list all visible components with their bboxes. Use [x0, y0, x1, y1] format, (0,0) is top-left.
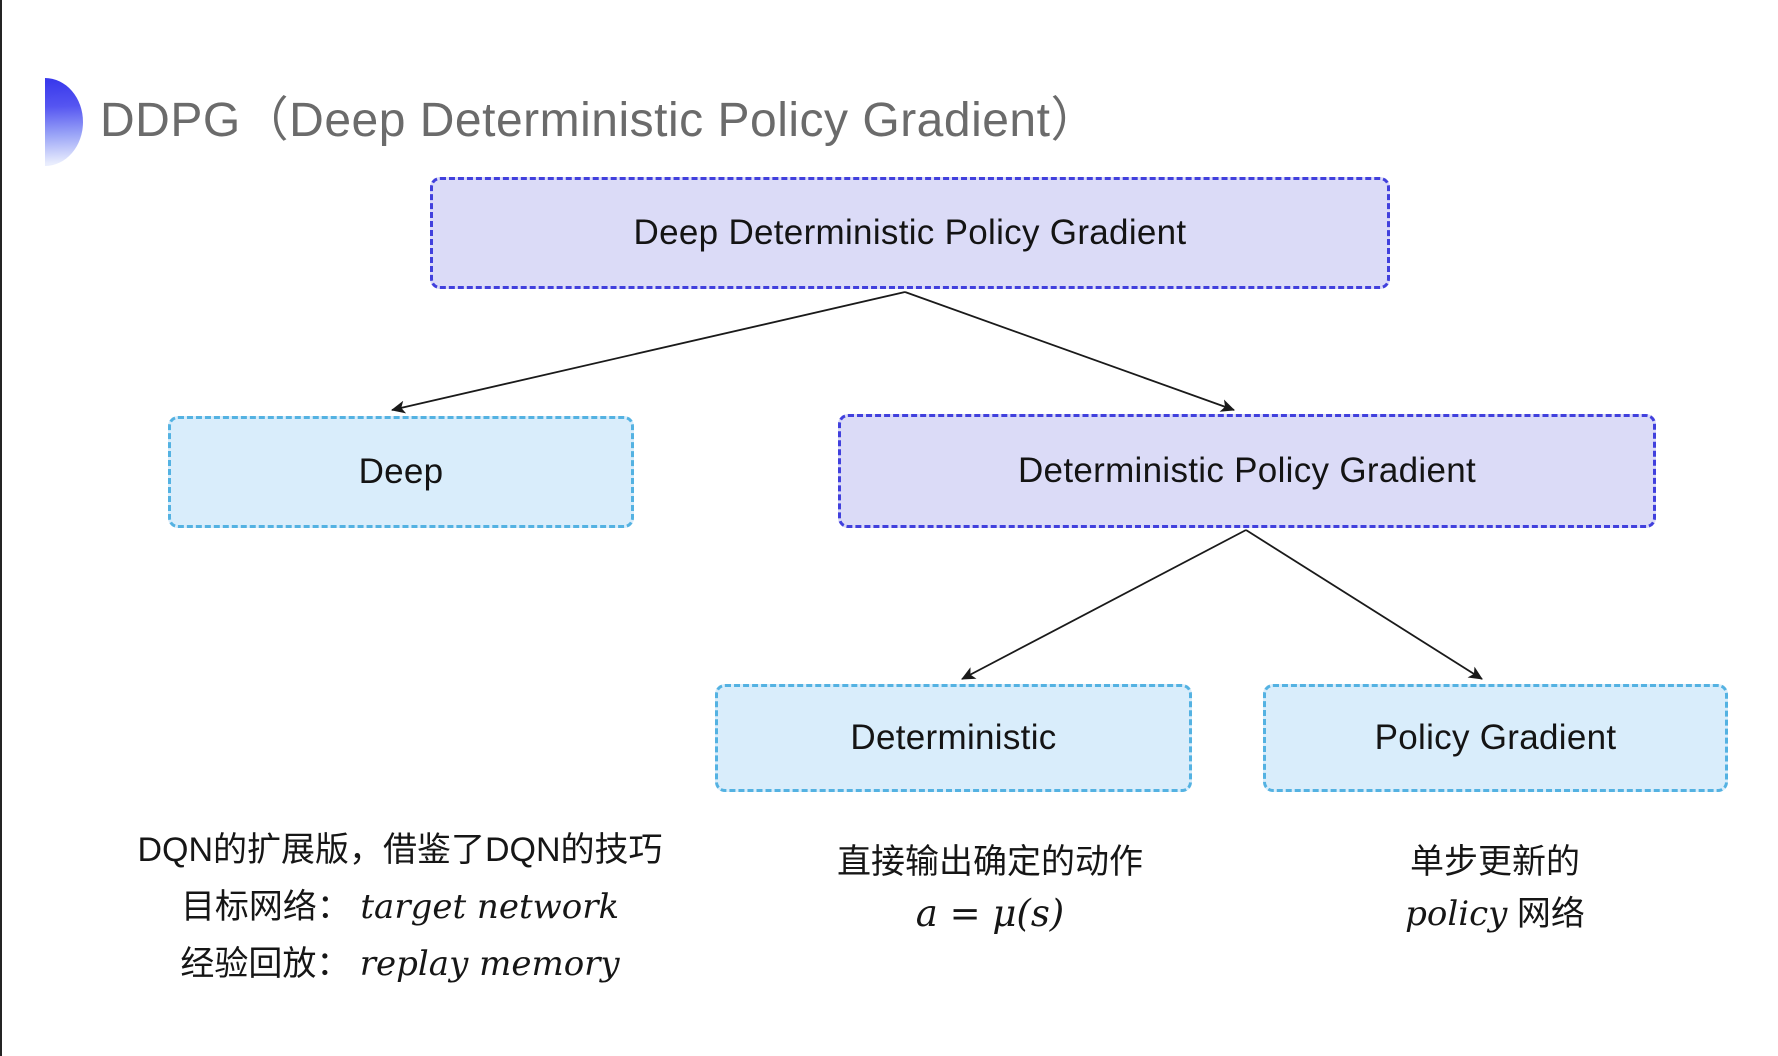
- deep-annotation-replay-memory: 经验回放： replay memory: [110, 936, 690, 993]
- edge-dpg-to-deterministic: [961, 529, 1247, 680]
- title-row: DDPG（Deep Deterministic Policy Gradient）: [0, 0, 1778, 170]
- left-edge-line: [0, 0, 2, 1056]
- edge-ddpg-to-deep: [391, 291, 906, 414]
- deep-annotation: DQN的扩展版，借鉴了DQN的技巧 目标网络： target network 经…: [110, 822, 690, 993]
- node-deterministic: Deterministic: [715, 684, 1192, 792]
- target-network-label-zh: 目标网络：: [180, 888, 351, 926]
- node-deep-deterministic-policy-gradient: Deep Deterministic Policy Gradient: [430, 177, 1390, 289]
- target-network-label-en: target network: [360, 887, 620, 927]
- deep-annotation-line1: DQN的扩展版，借鉴了DQN的技巧: [137, 831, 663, 869]
- title-bullet-decoration: [45, 78, 83, 166]
- deterministic-annotation-line1: 直接输出确定的动作: [837, 843, 1143, 881]
- network-word-zh: 网络: [1507, 895, 1585, 933]
- replay-memory-label-en: replay memory: [359, 944, 620, 984]
- policy-gradient-annotation-line2: policy 网络: [1300, 888, 1690, 940]
- policy-gradient-annotation-line1: 单步更新的: [1410, 843, 1580, 881]
- edge-ddpg-to-dpg: [904, 291, 1235, 412]
- deep-annotation-target-network: 目标网络： target network: [110, 879, 690, 936]
- node-deterministic-policy-gradient: Deterministic Policy Gradient: [838, 414, 1656, 528]
- replay-memory-label-zh: 经验回放：: [180, 945, 351, 983]
- deterministic-formula: a = μ(s): [915, 892, 1065, 935]
- edge-dpg-to-policy-gradient: [1245, 529, 1483, 680]
- policy-gradient-annotation: 单步更新的 policy 网络: [1300, 836, 1690, 940]
- policy-word-en: policy: [1405, 894, 1508, 934]
- node-policy-gradient: Policy Gradient: [1263, 684, 1728, 792]
- deterministic-annotation: 直接输出确定的动作 a = μ(s): [780, 836, 1200, 940]
- page-title: DDPG（Deep Deterministic Policy Gradient）: [100, 94, 1099, 147]
- node-deep: Deep: [168, 416, 634, 528]
